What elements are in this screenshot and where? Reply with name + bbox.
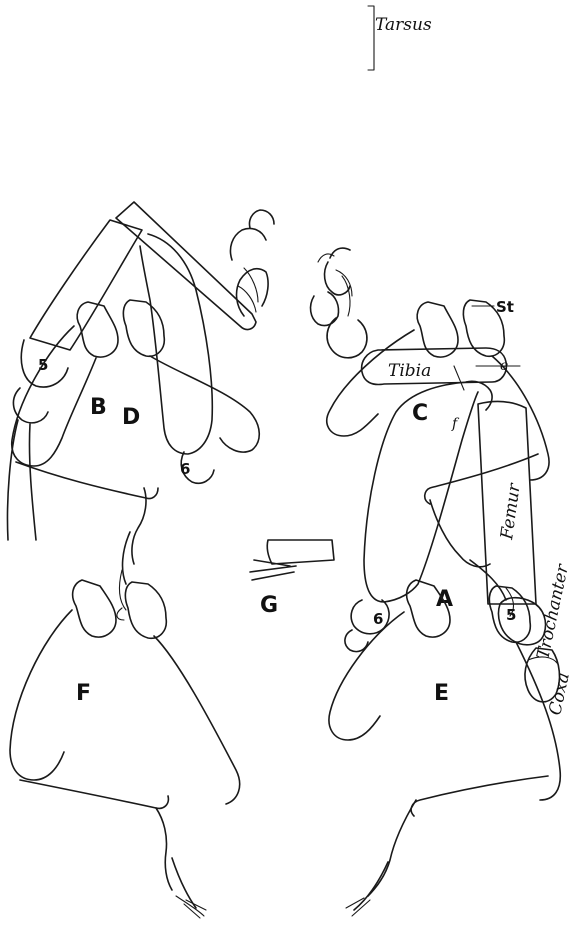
panel-f-drawing: F [10,580,240,918]
segment-number-6-b: 6 [180,460,190,478]
trochanter-label: Trochanter [533,562,572,661]
panel-label-g: G [260,593,278,618]
panel-label-a: A [436,587,453,612]
femur-label: Femur [497,481,525,541]
segment-number-6-a: 6 [373,610,383,628]
panel-a-drawing: Tibia Tarsus e f Femur Trochanter Coxa 6… [311,6,572,717]
panel-g-drawing: G [250,540,334,618]
panel-label-d: D [122,405,140,430]
tibia-label: Tibia [388,361,431,381]
panel-c-drawing: St C [327,298,549,616]
panel-label-c: C [412,401,428,426]
label-st: St [496,298,514,316]
panel-b-drawing: 5 6 B [7,202,274,540]
panel-label-e: E [434,681,449,706]
coxa-label: Coxa [545,671,572,717]
panel-label-f: F [76,681,91,706]
panel-e-drawing: E [329,580,560,916]
tarsus-label: Tarsus [375,15,432,35]
panel-label-b: B [90,395,107,420]
panel-d-drawing: D [12,300,260,620]
label-f: f [451,416,460,432]
